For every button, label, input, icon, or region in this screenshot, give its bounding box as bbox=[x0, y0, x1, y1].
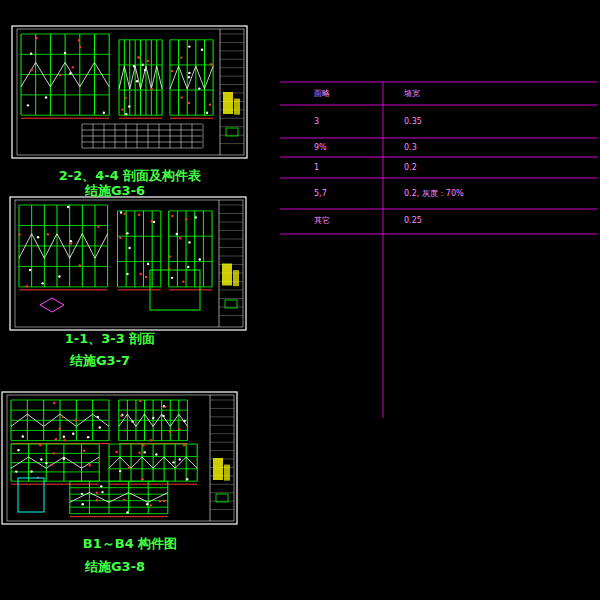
sheet-number: 结施G3-7 bbox=[70, 352, 130, 370]
table-cell: 面略 bbox=[314, 88, 330, 99]
sheet-number: 结施G3-8 bbox=[85, 558, 145, 576]
table-cell: 0.2, 灰度：70% bbox=[404, 188, 464, 199]
table-cell: 其它 bbox=[314, 215, 330, 226]
table-cell: 3 bbox=[314, 117, 319, 126]
sheet-title: 2-2、4-4 剖面及构件表 bbox=[59, 167, 202, 185]
drawing-sheet-box: 1-1、3-3 剖面结施G3-7 bbox=[10, 197, 246, 371]
drawing-sheet-box: 2-2、4-4 剖面及构件表结施G3-6 bbox=[12, 26, 247, 201]
sheet-title: B1～B4 构件图 bbox=[83, 535, 177, 553]
table-cell: 0.25 bbox=[404, 216, 422, 225]
table-grid bbox=[280, 82, 598, 418]
table-cell: 5,7 bbox=[314, 189, 327, 198]
drawing-sheet-box: B1～B4 构件图结施G3-8 bbox=[2, 392, 237, 577]
drawing-sheet bbox=[10, 197, 246, 330]
drawing-sheet bbox=[2, 392, 237, 524]
table-cell: 0.2 bbox=[404, 163, 417, 172]
table-cell: 1 bbox=[314, 163, 319, 172]
drawing-sheet bbox=[12, 26, 247, 158]
table-cell: 0.3 bbox=[404, 143, 417, 152]
table-cell: 9% bbox=[314, 143, 327, 152]
sheet-title: 1-1、3-3 剖面 bbox=[65, 330, 156, 348]
sheet-number: 结施G3-6 bbox=[85, 182, 145, 200]
table-cell: 0.35 bbox=[404, 117, 422, 126]
table-cell: 墙宽 bbox=[404, 88, 420, 99]
